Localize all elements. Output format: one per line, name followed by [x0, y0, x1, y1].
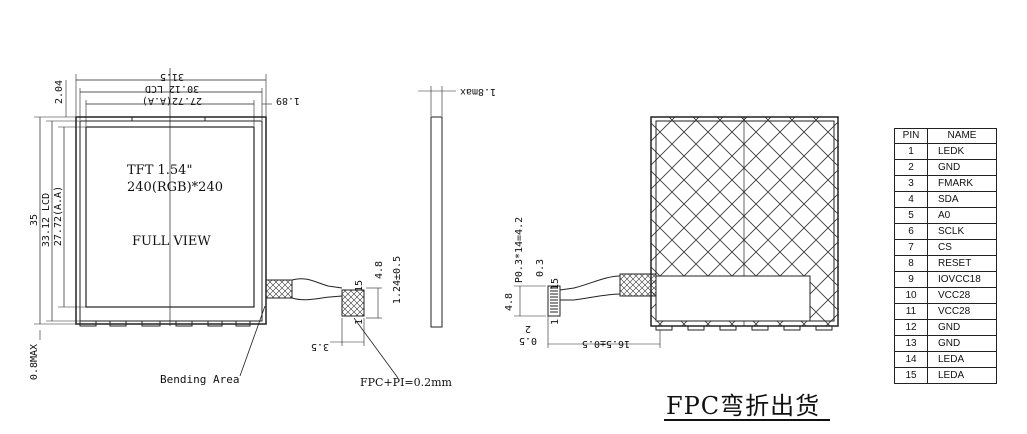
back-fpc-connector	[547, 285, 561, 317]
pin-name: GND	[927, 159, 997, 176]
panel-title-line2: 240(RGB)*240	[127, 180, 223, 195]
name-header: NAME	[927, 128, 997, 144]
fpc-tail	[291, 278, 343, 301]
pin-number: 3	[894, 175, 928, 192]
dim-back-pins: 15	[550, 278, 561, 290]
side-profile	[430, 116, 443, 328]
fpc-pi-label: FPC+PI=0.2mm	[360, 376, 453, 389]
dim-back-small-a: 2	[525, 323, 531, 334]
dim-aa-height: 27.72(A.A)	[53, 186, 64, 246]
bending-area-label: Bending Area	[160, 373, 239, 386]
pin-number: 8	[894, 255, 928, 272]
lcd-outline	[79, 120, 263, 322]
bending-leader	[239, 305, 266, 377]
pin-number: 11	[894, 303, 928, 320]
dim-lcd-height: 33.12 LCD	[41, 193, 52, 247]
front-view	[34, 68, 399, 379]
pin-name: CS	[927, 239, 997, 256]
title-underline	[664, 419, 830, 421]
pin-name: LEDK	[927, 143, 997, 160]
pin-number: 15	[894, 367, 928, 384]
pin-number: 2	[894, 159, 928, 176]
dim-offset-right: 1.89	[276, 95, 300, 106]
pin-name: LEDA	[927, 351, 997, 368]
dim-top-gap: 2.04	[54, 80, 65, 104]
pin-number: 1	[894, 143, 928, 160]
back-fpc-area	[655, 275, 811, 322]
pin-number: 4	[894, 191, 928, 208]
dim-fpc-length: 3.5	[311, 341, 329, 352]
pin-number: 12	[894, 319, 928, 336]
back-view	[514, 116, 839, 348]
dim-fpc-pins: 15	[354, 280, 365, 292]
dim-back-one: 1	[550, 319, 561, 325]
dim-bottom-max: 0.8MAX	[29, 344, 40, 380]
pin-name: LEDA	[927, 367, 997, 384]
dim-overall-width: 31.5	[160, 71, 184, 82]
pin-table-header: PIN NAME	[894, 128, 997, 144]
dim-pitch-small: 0.3	[535, 259, 546, 277]
pin-number: 14	[894, 351, 928, 368]
pin-number: 7	[894, 239, 928, 256]
side-view	[418, 86, 456, 328]
fpc-connector	[341, 289, 365, 317]
pin-name: SCLK	[927, 223, 997, 240]
pin-name: IOVCC18	[927, 271, 997, 288]
dim-back-small-b: 0.5	[519, 335, 537, 346]
back-fpc-hatched	[619, 273, 657, 297]
back-fpc-tail	[559, 275, 621, 301]
dim-pitch: P0.3*14=4.2	[514, 217, 525, 283]
dim-thickness: 1.8max	[460, 86, 496, 97]
pin-name: VCC28	[927, 303, 997, 320]
shipping-note-title: FPC弯折出货	[666, 392, 821, 420]
dim-back-length: 16.5±0.5	[582, 338, 630, 349]
pin-name: VCC28	[927, 287, 997, 304]
dim-fpc-one: 1	[354, 319, 365, 325]
pin-name: FMARK	[927, 175, 997, 192]
fpc-pi-leader	[353, 317, 399, 379]
dim-fpc-width: 4.8	[374, 261, 385, 279]
panel-title-line1: TFT 1.54"	[127, 163, 192, 178]
dim-aa-width: 27.72(A.A)	[142, 95, 202, 106]
pin-number: 6	[894, 223, 928, 240]
pin-number: 9	[894, 271, 928, 288]
dim-overall-height: 35	[29, 214, 40, 226]
pin-number: 13	[894, 335, 928, 352]
dim-back-width: 4.8	[504, 293, 515, 311]
pin-name: A0	[927, 207, 997, 224]
full-view-label: FULL VIEW	[132, 234, 211, 249]
pin-number: 5	[894, 207, 928, 224]
top-notch	[131, 117, 206, 121]
module-outline	[75, 116, 267, 325]
dim-fpc-tolerance: 1.24±0.5	[392, 256, 403, 304]
pin-header: PIN	[894, 128, 928, 144]
pin-number: 10	[894, 287, 928, 304]
pin-name: GND	[927, 319, 997, 336]
pin-name: RESET	[927, 255, 997, 272]
pin-name: SDA	[927, 191, 997, 208]
pin-name: GND	[927, 335, 997, 352]
bottom-teeth	[79, 321, 251, 327]
fpc-hatched-area	[265, 279, 293, 299]
dim-lcd-width: 30.12 LCD	[145, 83, 199, 94]
